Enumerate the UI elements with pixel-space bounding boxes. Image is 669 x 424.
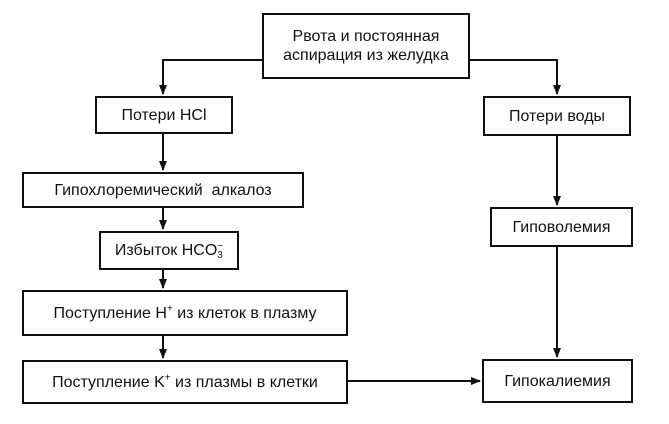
node-vomiting-line1: Рвота и постоянная [292,28,440,45]
h-influx-text-after: из клеток в плазму [172,304,317,322]
k-influx-text-after: из плазмы в клетки [170,373,318,391]
hco3-index-sub: 3 [217,249,223,261]
node-hcl-loss-label: Потери HCl [121,106,207,124]
h-influx-text-before: Поступление H [53,304,167,322]
node-hypokalemia-label: Гипокалиемия [504,372,611,390]
k-influx-text-before: Поступление K [52,373,165,391]
node-h-influx: Поступление H+ из клеток в плазму [22,290,348,336]
node-alkalosis-label: Гипохлоремический алкалоз [54,181,272,199]
node-water-loss: Потери воды [483,96,631,136]
node-k-influx: Поступление K+ из плазмы в клетки [22,360,348,404]
hco3-charge-sup: − [217,240,224,252]
node-hypovolemia: Гиповолемия [490,207,633,247]
node-h-influx-label: Поступление H+ из клеток в плазму [53,304,316,323]
node-vomiting-line2: аспирация из желудка [283,47,449,64]
connector-vomiting-to-hcl-loss [159,59,262,95]
node-hco3-excess-formula: Избыток HCO−3 [115,241,223,260]
node-k-influx-label: Поступление K+ из плазмы в клетки [52,373,318,392]
node-hco3-excess: Избыток HCO−3 [99,231,239,270]
node-alkalosis: Гипохлоремический алкалоз [22,172,304,208]
node-water-loss-label: Потери воды [508,107,606,125]
node-hcl-loss: Потери HCl [95,96,233,134]
hco3-prefix-text: Избыток HCO [114,242,218,259]
node-hypovolemia-label: Гиповолемия [512,218,611,236]
k-influx-charge-sup: + [164,372,171,384]
node-vomiting: Рвота и постоянная аспирация из желудка [262,13,470,79]
h-influx-charge-sup: + [166,303,173,315]
connector-vomiting-to-water-loss [470,59,561,95]
node-hypokalemia: Гипокалиемия [482,359,633,403]
